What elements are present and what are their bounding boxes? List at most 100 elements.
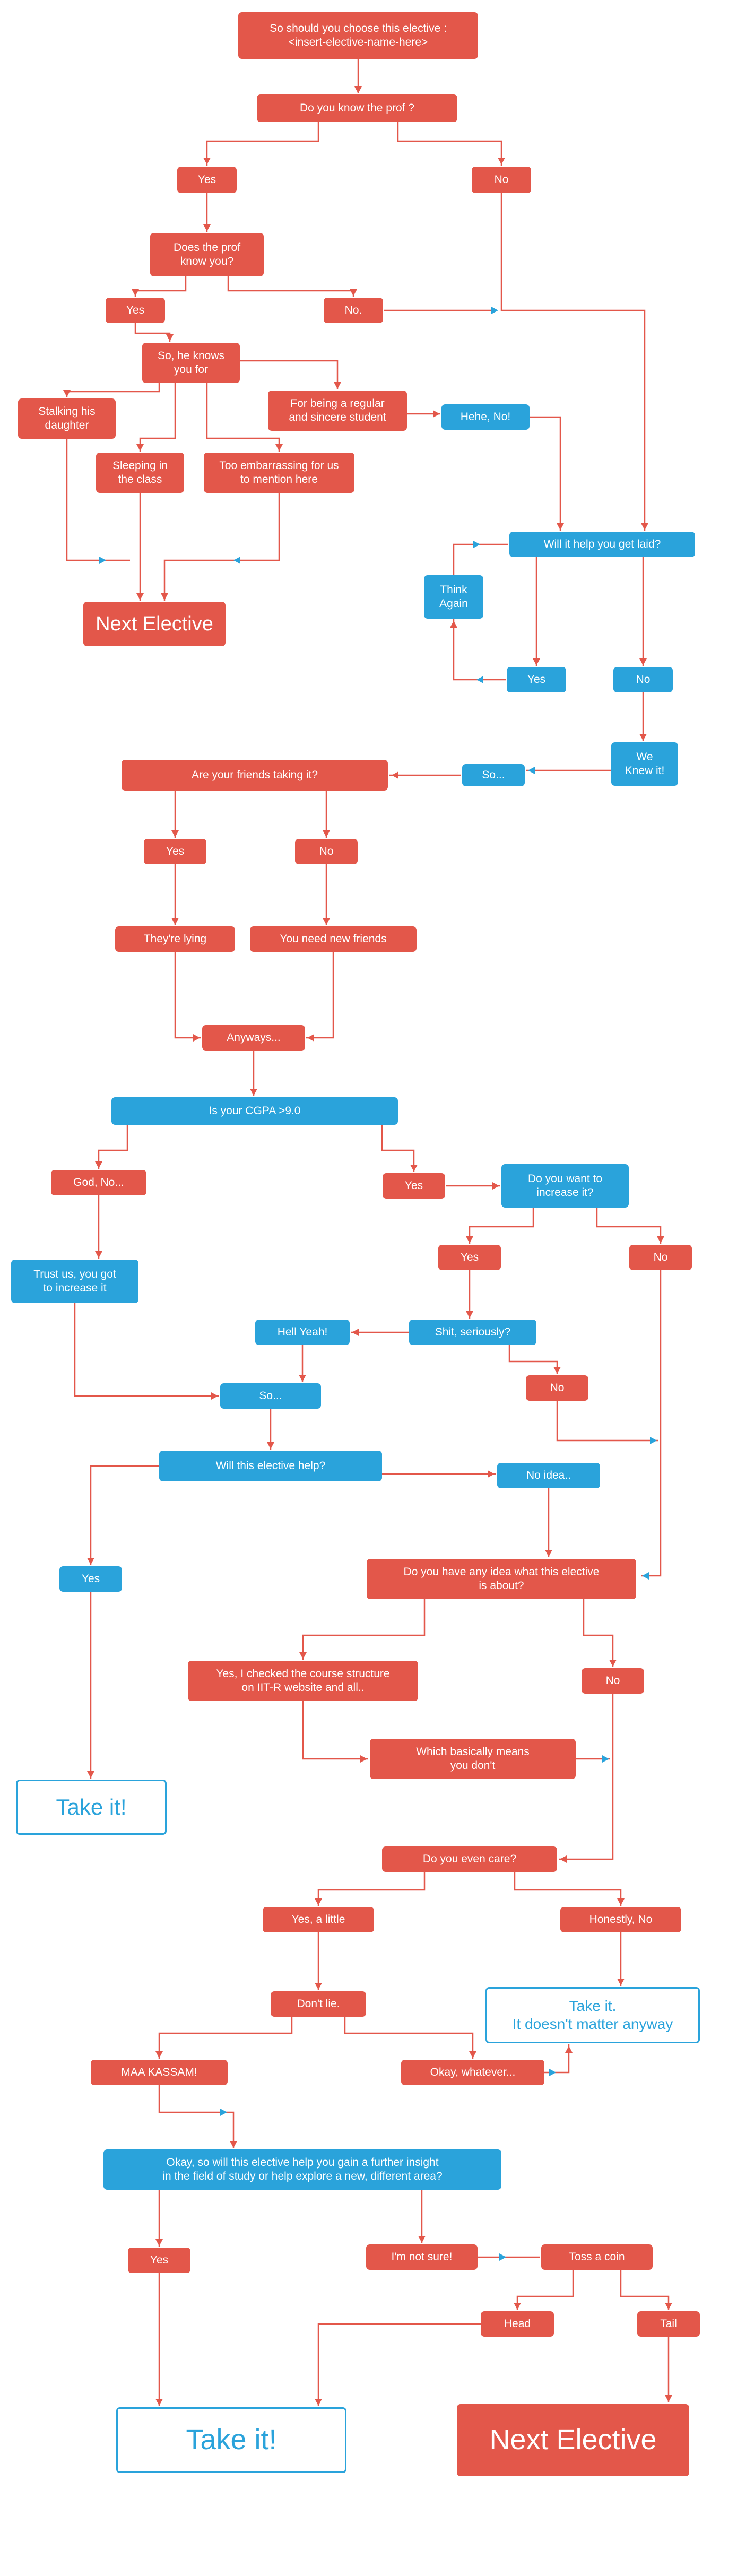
flow-node-take-it-final: Take it! <box>116 2407 346 2473</box>
arrowhead-down <box>171 830 179 837</box>
flow-edge <box>98 1125 128 1169</box>
flow-edge <box>74 1303 219 1397</box>
flow-edge <box>641 1270 662 1577</box>
arrowhead-down <box>469 2051 476 2058</box>
arrowhead-right <box>433 410 440 418</box>
flow-node-head: Head <box>481 2311 554 2337</box>
flow-node-insight: Okay, so will this elective help you gai… <box>103 2149 501 2190</box>
arrowhead-down <box>514 2303 521 2310</box>
flow-node-take-it-1: Take it! <box>16 1780 167 1835</box>
arrowhead-right <box>602 1755 609 1763</box>
flow-edge <box>596 1208 662 1244</box>
flow-node-friends-taking: Are your friends taking it? <box>122 760 388 791</box>
flow-node-theyre-lying: They're lying <box>115 926 235 952</box>
arrowhead-left <box>642 1572 649 1580</box>
flow-edge <box>508 1345 558 1374</box>
arrowhead-right <box>360 1755 367 1763</box>
arrowhead-right <box>99 557 106 564</box>
flow-node-cgpa: Is your CGPA >9.0 <box>111 1097 398 1125</box>
arrowhead-down <box>63 390 71 397</box>
flow-node-take-it-matter: Take it. It doesn't matter anyway <box>485 1987 700 2043</box>
arrowhead-down <box>466 1311 473 1318</box>
flow-edge <box>381 1125 415 1172</box>
arrowhead-down <box>299 1652 307 1659</box>
arrowhead-down <box>155 2239 163 2246</box>
flow-edge <box>90 1465 159 1565</box>
flow-node-no-prof-knows: No. <box>324 298 383 323</box>
flow-node-no-increase: No <box>629 1245 692 1270</box>
arrowhead-down <box>267 1442 274 1449</box>
flow-edge <box>516 2270 574 2310</box>
arrowhead-down <box>155 2399 163 2406</box>
flow-edge <box>139 383 176 452</box>
flow-node-yes-increase: Yes <box>438 1245 501 1270</box>
arrowhead-down <box>641 523 648 530</box>
arrowhead-down <box>545 1550 552 1557</box>
flow-node-trust-us: Trust us, you got to increase it <box>11 1260 138 1303</box>
flow-edge <box>227 276 354 297</box>
arrowhead-down <box>87 1558 94 1565</box>
flow-edge <box>544 2044 570 2074</box>
arrowhead-right <box>492 1182 499 1190</box>
arrowhead-down <box>466 1236 473 1243</box>
flow-node-prof-know-you: Does the prof know you? <box>150 233 264 276</box>
flow-edge <box>134 323 171 342</box>
flow-edge <box>453 543 508 575</box>
flow-edge <box>397 122 502 166</box>
flow-node-anyways: Anyways... <box>202 1025 305 1051</box>
flow-edge <box>158 2017 293 2059</box>
flow-node-yes-know-prof: Yes <box>177 167 237 193</box>
flow-node-know-prof: Do you know the prof ? <box>257 94 457 122</box>
arrowhead-right <box>491 307 498 314</box>
arrowhead-down <box>230 2141 237 2148</box>
flow-node-no-idea: No idea.. <box>497 1463 600 1488</box>
arrowhead-down <box>171 918 179 925</box>
flow-edge <box>317 1872 426 1906</box>
arrowhead-right <box>499 2253 506 2261</box>
arrowhead-down <box>617 1979 625 1985</box>
arrowhead-left <box>233 557 240 564</box>
flow-edge <box>66 383 160 397</box>
flow-node-yes-prof-knows: Yes <box>106 298 165 323</box>
flow-edge <box>453 619 506 681</box>
flow-node-yes-friends: Yes <box>144 839 206 864</box>
arrowhead-up <box>565 2046 573 2053</box>
flow-node-yes-cgpa: Yes <box>383 1173 445 1199</box>
flow-node-want-increase: Do you want to increase it? <box>501 1164 629 1208</box>
arrowhead-down <box>410 1165 418 1172</box>
flow-node-yes-insight: Yes <box>128 2248 190 2273</box>
arrowhead-left <box>476 676 483 683</box>
flow-node-yes-a-little: Yes, a little <box>263 1907 374 1932</box>
flow-node-okay-whatever: Okay, whatever... <box>401 2060 544 2085</box>
flow-node-yes-laid: Yes <box>507 667 566 692</box>
flow-edge <box>134 276 187 297</box>
arrowhead-right <box>488 1470 495 1478</box>
arrowhead-down <box>323 918 330 925</box>
flow-edge <box>530 416 561 531</box>
flow-edge <box>163 493 280 601</box>
arrowhead-left <box>392 771 398 779</box>
flow-node-no-friends: No <box>295 839 358 864</box>
flow-edge <box>174 952 201 1039</box>
flow-node-title: So should you choose this elective : <in… <box>238 12 478 59</box>
flow-node-we-knew-it: We Knew it! <box>611 742 678 786</box>
flow-edge <box>302 1701 368 1760</box>
flow-node-hell-yeah: Hell Yeah! <box>255 1320 350 1345</box>
flow-edge <box>240 360 339 389</box>
flow-node-toss-coin: Toss a coin <box>541 2244 653 2270</box>
flow-node-will-help: Will this elective help? <box>159 1451 382 1481</box>
flow-edge <box>500 193 646 531</box>
flow-node-next-elective-final: Next Elective <box>457 2404 689 2476</box>
flow-node-dont-lie: Don't lie. <box>271 1991 366 2017</box>
arrowhead-right <box>650 1437 657 1444</box>
flow-node-so-2: So... <box>220 1383 321 1409</box>
flow-edge <box>206 122 319 166</box>
arrowhead-right <box>549 2069 556 2076</box>
flow-edge <box>302 1599 426 1660</box>
flow-node-think-again: Think Again <box>424 575 483 619</box>
flow-edge <box>559 1694 614 1860</box>
flow-node-no-laid: No <box>613 667 673 692</box>
flow-edge <box>469 1208 534 1244</box>
arrowhead-down <box>533 658 540 665</box>
